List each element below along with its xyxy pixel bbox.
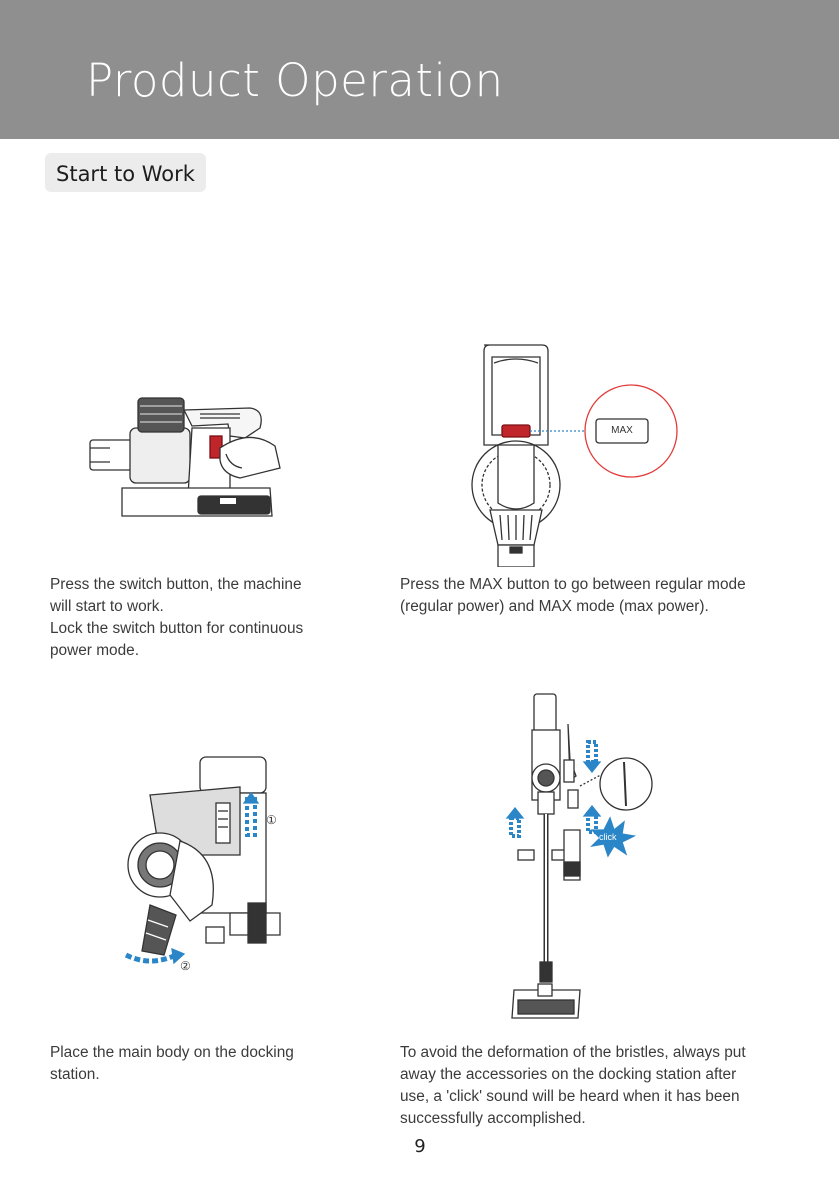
caption-line: will start to work. xyxy=(50,598,164,615)
caption-line: away the accessories on the docking stat… xyxy=(400,1066,737,1083)
caption-line: (regular power) and MAX mode (max power)… xyxy=(400,598,709,615)
docking-station-illustration: ① ② xyxy=(120,755,288,973)
caption-line: Lock the switch button for continuous xyxy=(50,620,304,637)
step-marker-1: ① xyxy=(266,813,277,827)
caption-line: Press the MAX button to go between regul… xyxy=(400,576,746,593)
step-2-caption: Press the MAX button to go between regul… xyxy=(400,574,800,618)
section-label: Start to Work xyxy=(45,153,206,192)
caption-line: Place the main body on the docking xyxy=(50,1044,294,1061)
accessory-storage-illustration: click xyxy=(500,690,660,1035)
page-header: Product Operation xyxy=(0,0,839,139)
step-1-caption: Press the switch button, the machine wil… xyxy=(50,574,350,662)
caption-line: successfully accomplished. xyxy=(400,1110,586,1127)
vacuum-switch-press-illustration xyxy=(80,388,290,528)
click-label: click xyxy=(599,832,617,842)
caption-line: To avoid the deformation of the bristles… xyxy=(400,1044,746,1061)
step-4-caption: To avoid the deformation of the bristles… xyxy=(400,1042,800,1130)
caption-line: power mode. xyxy=(50,642,139,659)
caption-line: use, a 'click' sound will be heard when … xyxy=(400,1088,740,1105)
step-marker-2: ② xyxy=(180,959,191,973)
max-button-illustration: MAX xyxy=(462,335,684,567)
max-button-label: MAX xyxy=(611,425,633,436)
caption-line: Press the switch button, the machine xyxy=(50,576,302,593)
page-number: 9 xyxy=(414,1136,426,1157)
step-3-caption: Place the main body on the docking stati… xyxy=(50,1042,350,1086)
caption-line: station. xyxy=(50,1066,100,1083)
page-title: Product Operation xyxy=(86,54,504,107)
